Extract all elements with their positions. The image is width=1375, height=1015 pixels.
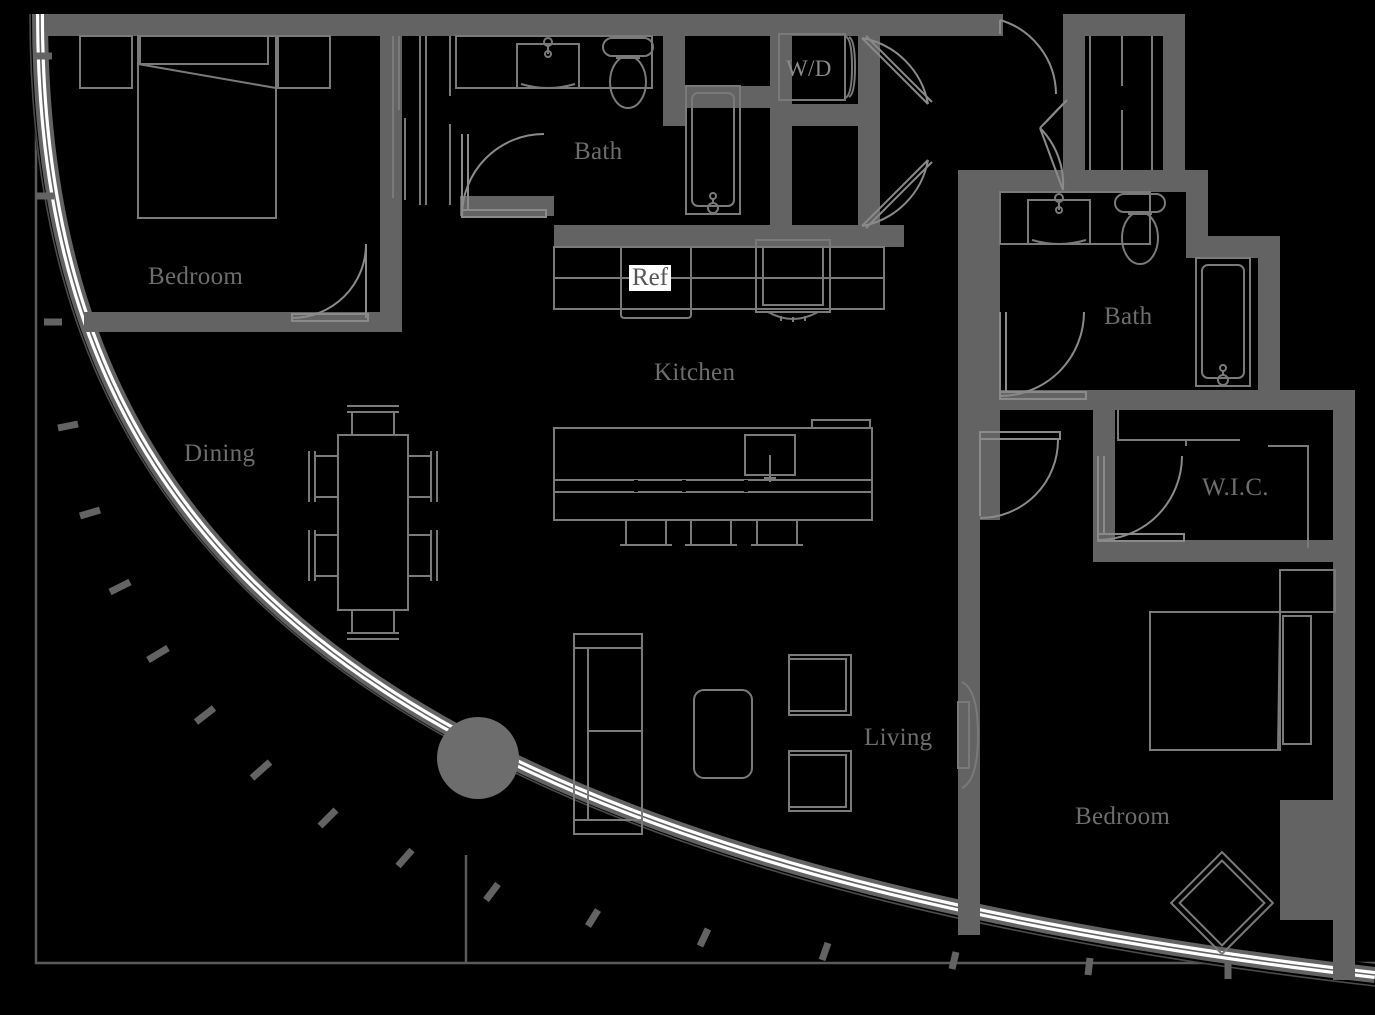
coat-closet-door — [1039, 99, 1068, 191]
wd-closet-bifold-doors — [861, 35, 933, 229]
doors — [291, 19, 1185, 542]
headboard-pillow-right — [1282, 615, 1312, 745]
nightstand-left-a — [79, 35, 133, 89]
bathtub-icon-right — [1195, 257, 1251, 387]
bath-left-door — [461, 133, 547, 218]
nightstand-left-b — [277, 35, 331, 89]
wic-shelving — [1117, 410, 1309, 548]
toilet-icon-left — [602, 37, 654, 109]
coffee-table — [693, 689, 753, 779]
room-label-bath-left: Bath — [574, 138, 623, 165]
armchair-upper — [788, 654, 852, 716]
appliance-label-refrigerator: Ref — [629, 264, 672, 292]
bedroom-right-furniture — [1149, 569, 1336, 956]
bath-left-fixtures — [455, 35, 741, 215]
bar-stools — [620, 520, 803, 546]
headboard-pillow-left — [139, 35, 269, 65]
closets — [392, 36, 1309, 548]
kitchen-fixtures — [553, 239, 885, 546]
interior-walls — [48, 14, 1355, 980]
diamond-side-table — [1169, 850, 1275, 956]
bedroom-left-door — [291, 243, 369, 322]
bed-right — [1149, 611, 1281, 751]
kitchen-island — [553, 419, 873, 521]
room-label-living: Living — [864, 724, 933, 751]
room-label-bedroom-right: Bedroom — [1075, 803, 1171, 830]
entry-closet-shelf — [1089, 36, 1153, 170]
kitchen-counter-run — [553, 246, 885, 319]
media-console — [957, 681, 980, 789]
bath-right-fixtures — [999, 191, 1251, 387]
bed-coverlet-fold-left — [137, 63, 277, 89]
living-furniture — [573, 633, 980, 835]
room-label-wic: W.I.C. — [1202, 474, 1269, 501]
bedroom-left-furniture — [79, 35, 331, 219]
wic-door — [1097, 455, 1185, 542]
appliance-label-washer-dryer: W/D — [786, 56, 832, 81]
mullion-joints — [34, 52, 1232, 979]
toilet-icon-right — [1114, 193, 1166, 265]
sofa — [573, 633, 643, 835]
entry-door — [999, 19, 1057, 95]
dining-furniture — [308, 405, 438, 640]
bed-coverlet-fold-right — [1277, 615, 1281, 751]
sink-icon-right — [1027, 193, 1091, 245]
armchair-lower — [788, 750, 852, 812]
nightstand-right — [1279, 569, 1336, 613]
curved-glass-curtain-wall — [29, 13, 1375, 987]
range-cooktop — [755, 239, 831, 322]
bath-right-door — [999, 311, 1087, 400]
room-label-bedroom-left: Bedroom — [148, 263, 244, 290]
balcony-outline — [34, 14, 1375, 965]
room-label-kitchen: Kitchen — [654, 359, 736, 386]
room-label-bath-right: Bath — [1104, 303, 1153, 330]
room-label-dining: Dining — [184, 440, 256, 467]
bedroom-left-closet — [392, 36, 451, 205]
round-table — [437, 717, 519, 799]
sink-icon-left — [516, 37, 580, 89]
dining-table — [337, 434, 409, 611]
bedroom-right-hall-door — [979, 431, 1061, 519]
dining-chairs — [308, 405, 438, 640]
